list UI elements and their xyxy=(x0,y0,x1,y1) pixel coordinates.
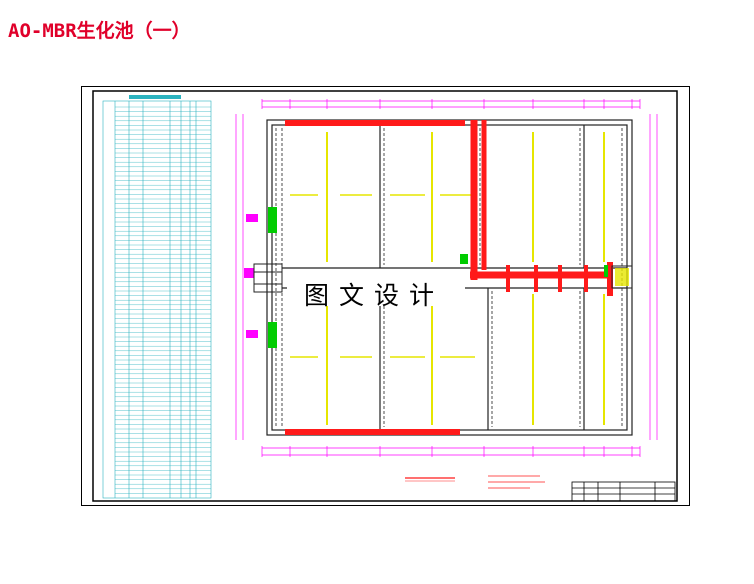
watermark-band xyxy=(287,270,465,306)
plan-notes xyxy=(405,475,545,489)
tank-walls-dashed xyxy=(275,128,623,427)
page-title: AO-MBR生化池（一） xyxy=(8,20,191,42)
watermark-text: 图文设计 xyxy=(304,281,445,310)
dimension-lines xyxy=(235,100,658,456)
outlet-channel xyxy=(611,265,633,289)
air-pipes xyxy=(285,120,613,435)
title-block xyxy=(571,481,676,502)
diffuser-beams xyxy=(326,132,605,425)
equipment-table xyxy=(102,100,212,499)
table-rows xyxy=(115,106,211,494)
magenta-valves xyxy=(244,214,258,338)
beam-cross-ties xyxy=(290,194,475,358)
blower-units xyxy=(268,207,608,348)
inlet-channel xyxy=(253,263,283,293)
table-header xyxy=(129,95,181,99)
outlet-weir xyxy=(615,268,629,286)
dimension-ticks xyxy=(261,99,641,457)
inner-frame xyxy=(92,90,678,502)
